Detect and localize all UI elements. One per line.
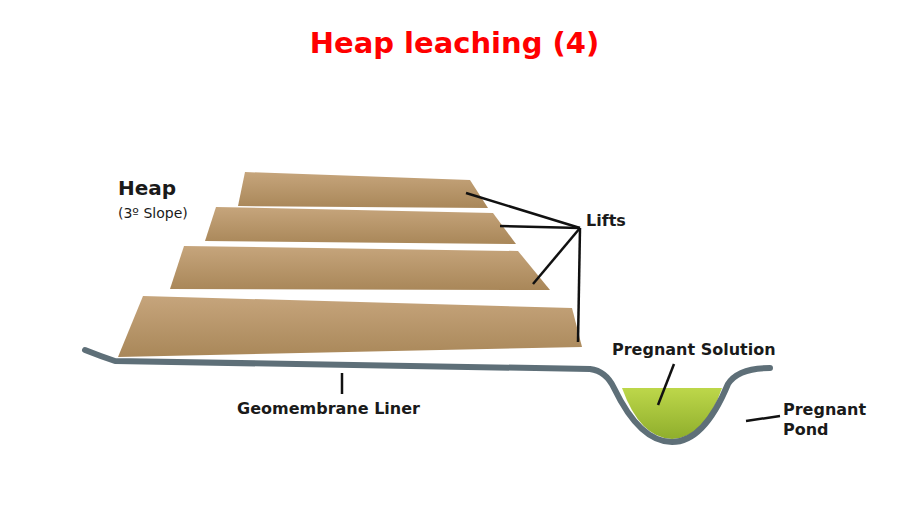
lift (170, 246, 550, 290)
slope-note: (3º Slope) (118, 205, 188, 221)
lift (238, 172, 488, 208)
liner-label: Geomembrane Liner (237, 399, 420, 418)
leader-lines (342, 193, 780, 421)
pond-label: Pregnant Pond (783, 400, 863, 440)
pregnant-solution (622, 388, 722, 439)
diagram-title: Heap leaching (4) (0, 26, 909, 60)
lifts-label: Lifts (586, 211, 626, 230)
heap-label: Heap (118, 176, 176, 200)
lift (205, 207, 516, 244)
geomembrane-liner (85, 350, 770, 442)
solution-label: Pregnant Solution (612, 340, 776, 359)
lift (118, 296, 582, 357)
